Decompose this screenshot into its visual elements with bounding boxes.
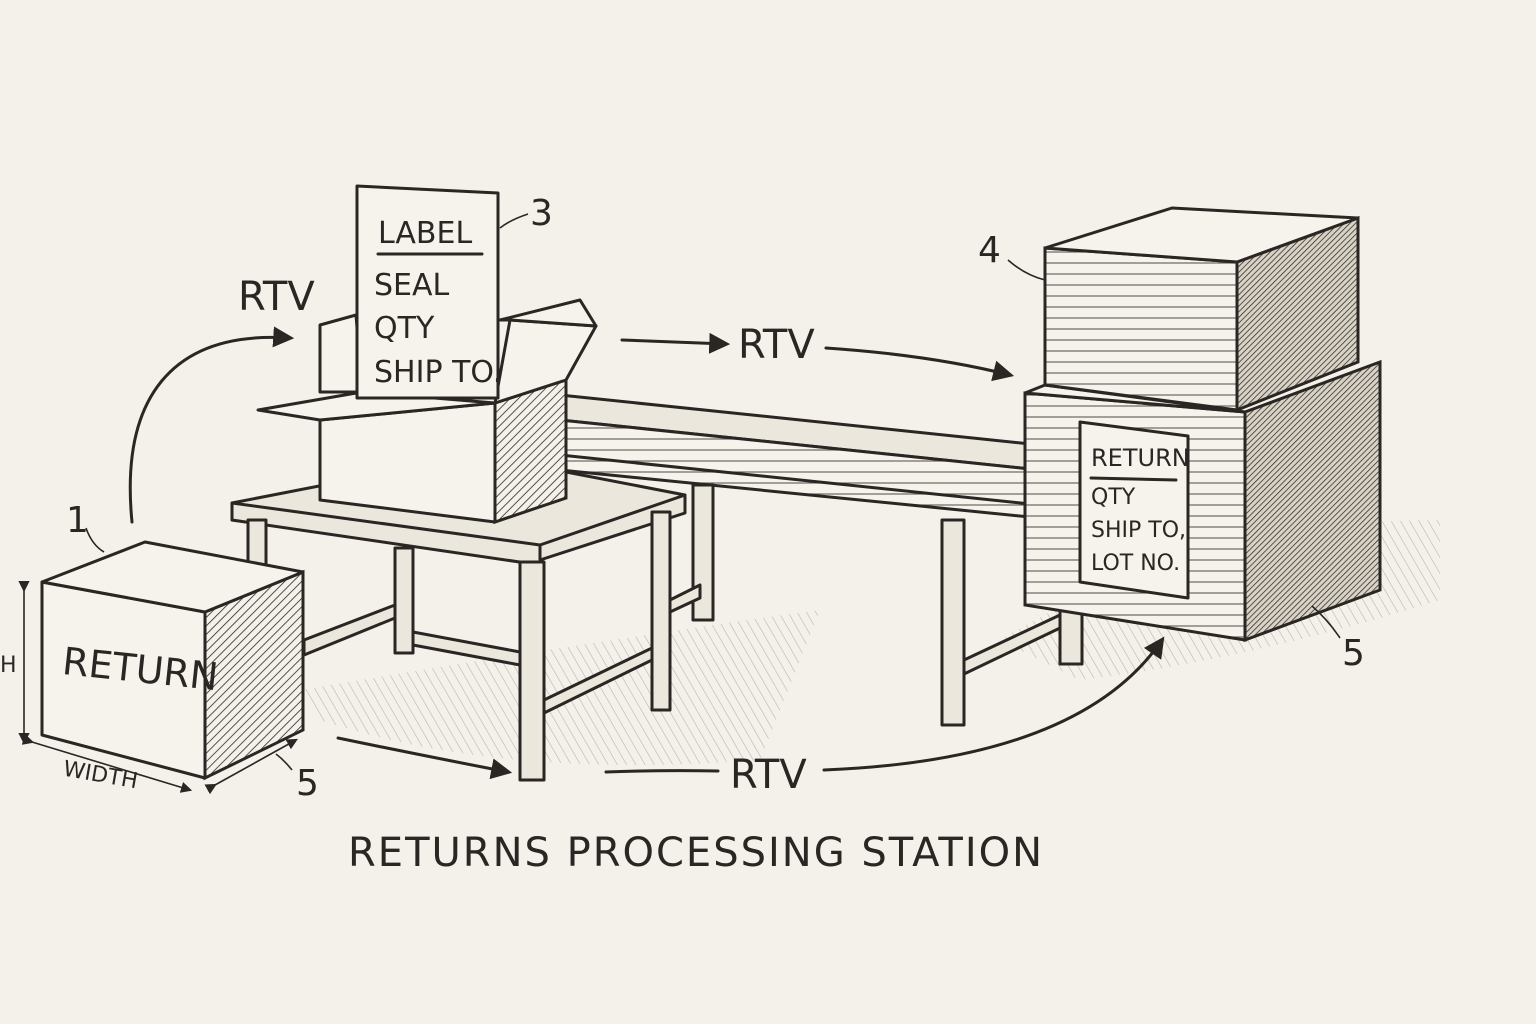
dim-height: H bbox=[0, 653, 17, 678]
open-packing-box bbox=[256, 298, 598, 525]
callout-4: 4 bbox=[978, 230, 1001, 271]
callouts: 1 3 4 5 5 bbox=[66, 193, 1365, 804]
rtv-label-bottom: RTV bbox=[730, 752, 807, 798]
label-line-2: SEAL bbox=[374, 268, 450, 303]
flow-arrows bbox=[128, 326, 1165, 780]
outbound-sign: RETURN QTY SHIP TO, LOT NO. bbox=[1078, 420, 1190, 600]
sign-line-2: QTY bbox=[1091, 485, 1136, 510]
rtv-label-upper-left: RTV bbox=[238, 274, 315, 320]
callout-1: 1 bbox=[66, 500, 89, 541]
label-line-4: SHIP TO. bbox=[374, 355, 502, 390]
outbound-pallet-stack bbox=[1023, 206, 1382, 643]
conveyor bbox=[558, 393, 1084, 727]
label-line-1: LABEL bbox=[378, 216, 472, 251]
callout-5-left: 5 bbox=[296, 763, 319, 804]
callout-5-right: 5 bbox=[1342, 633, 1365, 674]
rtv-label-top: RTV bbox=[738, 322, 815, 368]
callout-3: 3 bbox=[530, 193, 553, 234]
return-box: RETURN bbox=[40, 540, 305, 781]
sign-line-3: SHIP TO, bbox=[1091, 518, 1186, 543]
sign-line-1: RETURN bbox=[1091, 444, 1190, 472]
diagram-title: RETURNS PROCESSING STATION bbox=[348, 830, 1044, 876]
dim-width: WIDTH bbox=[61, 757, 139, 795]
label-sheet: LABEL SEAL QTY SHIP TO. bbox=[355, 184, 502, 400]
sign-line-4: LOT NO. bbox=[1091, 551, 1180, 576]
label-line-3: QTY bbox=[374, 311, 435, 346]
